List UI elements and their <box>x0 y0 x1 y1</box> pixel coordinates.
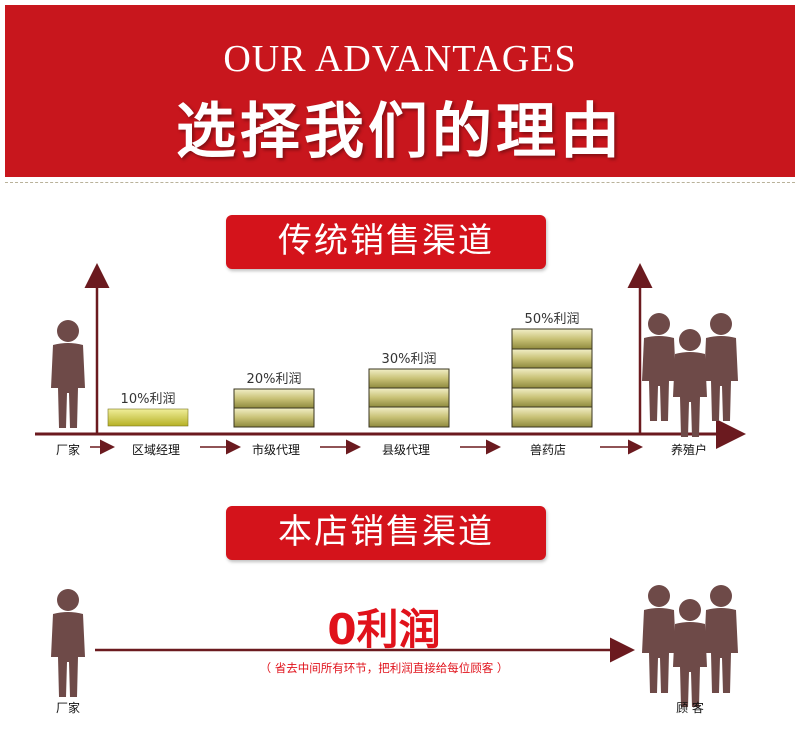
traditional-channel-title: 传统销售渠道 <box>226 215 546 269</box>
profit-stack-30 <box>368 368 450 428</box>
profit-label-30: 30%利润 <box>381 352 437 367</box>
header-banner: OUR ADVANTAGES 选择我们的理由 <box>5 5 795 177</box>
profit-label-50: 50%利润 <box>524 312 580 327</box>
chain-label-regional-manager: 区域经理 <box>131 443 181 457</box>
profit-label-20: 20%利润 <box>246 372 302 387</box>
own-channel-title: 本店销售渠道 <box>226 506 546 560</box>
profit-stack-50 <box>511 328 593 428</box>
own-label-manufacturer: 厂家 <box>55 701 81 715</box>
zero-profit-text: 0利润 <box>327 605 441 654</box>
manufacturer-person-icon <box>51 320 85 428</box>
chain-label-city-agent: 市级代理 <box>251 443 301 457</box>
banner-chinese-title: 选择我们的理由 <box>176 97 624 167</box>
customers-group-icon <box>642 313 738 437</box>
divider <box>5 182 795 183</box>
chain-label-vet-store: 兽药店 <box>529 443 567 457</box>
profit-label-10: 10%利润 <box>120 392 176 407</box>
chain-label-manufacturer: 厂家 <box>55 443 81 457</box>
manufacturer-person-icon-2 <box>51 589 85 697</box>
banner-english-title: OUR ADVANTAGES <box>223 38 577 80</box>
own-label-customer: 顾 客 <box>676 701 704 715</box>
chain-label-county-agent: 县级代理 <box>381 443 431 457</box>
customers-group-icon-2 <box>642 585 738 707</box>
chain-label-farmer: 养殖户 <box>670 443 708 457</box>
profit-stack-20 <box>233 388 315 428</box>
own-channel-note: （ 省去中间所有环节，把利润直接给每位顾客 ） <box>259 661 509 675</box>
profit-stack-10 <box>107 408 189 427</box>
